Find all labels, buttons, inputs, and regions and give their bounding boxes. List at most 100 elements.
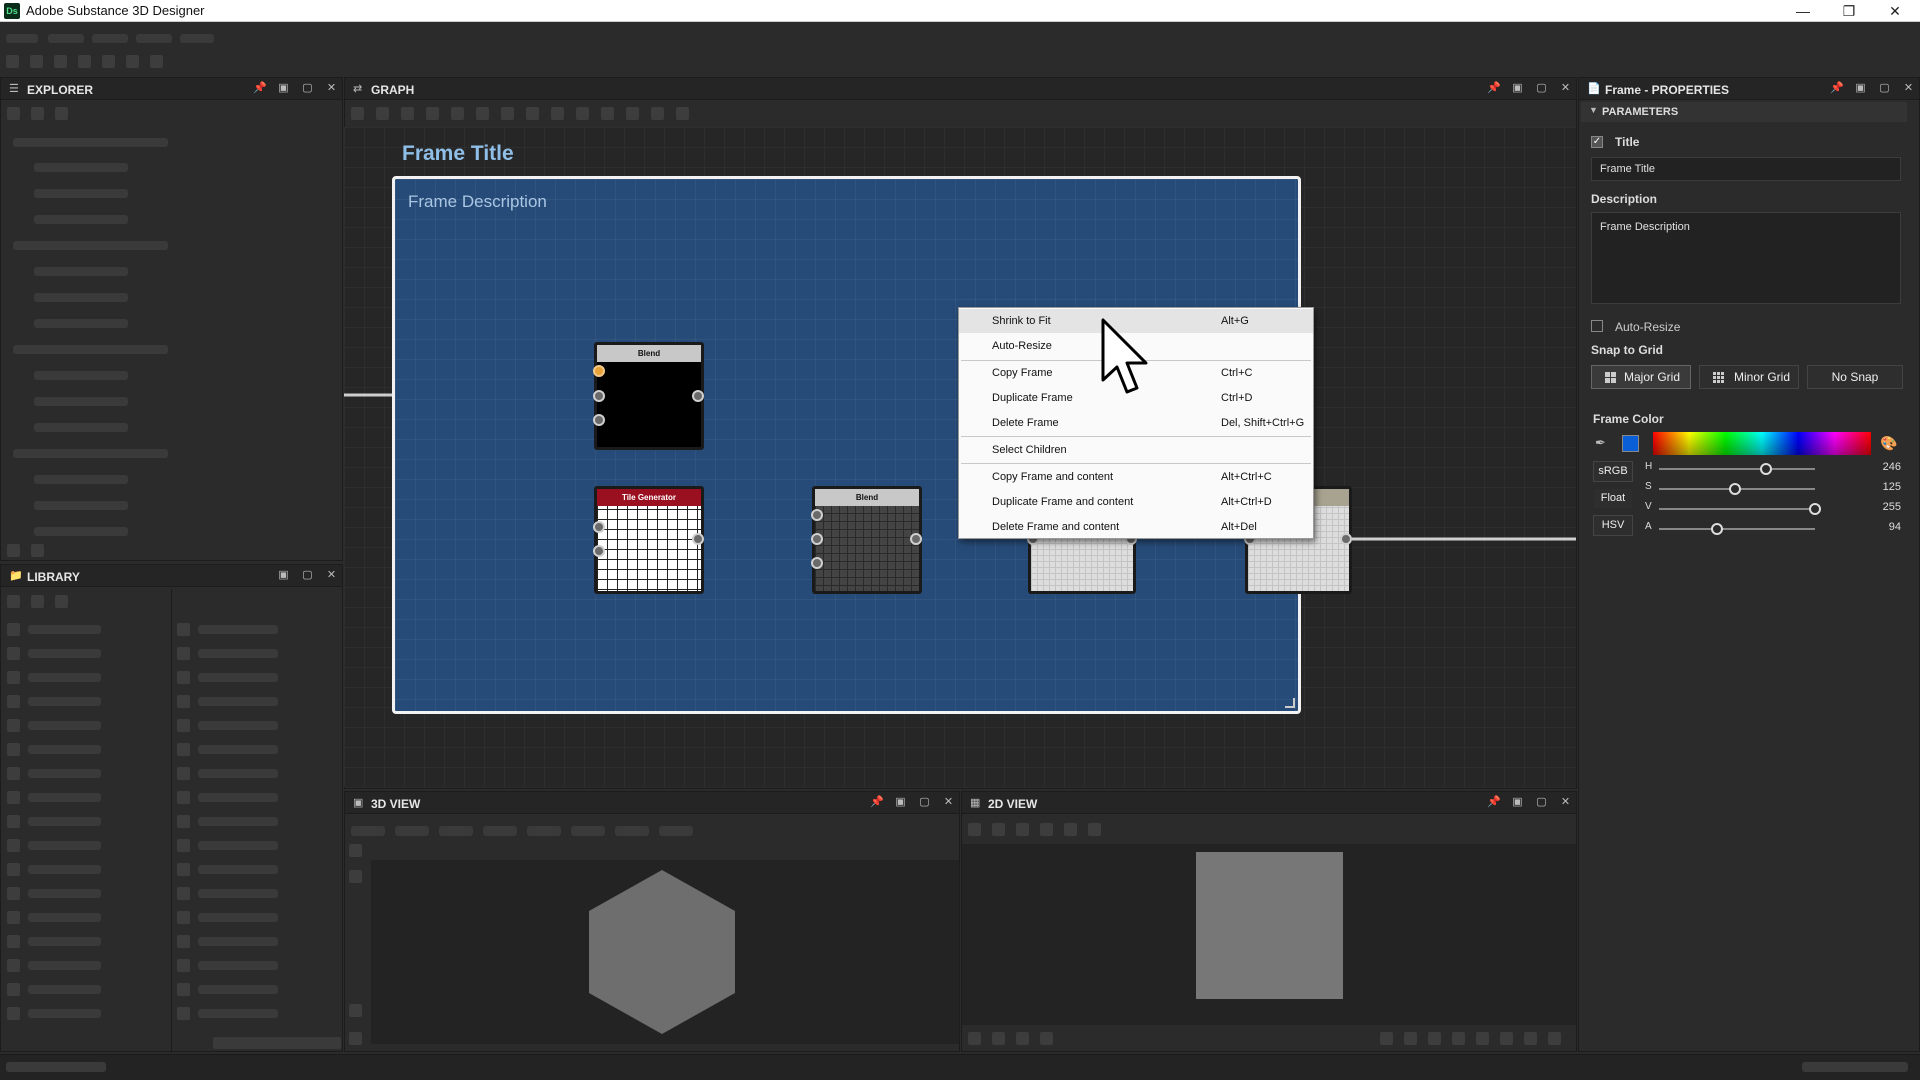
library-scrollbar[interactable] — [213, 1037, 341, 1049]
library-item[interactable] — [28, 913, 101, 922]
close-icon[interactable]: ✕ — [943, 796, 954, 808]
maximize-icon[interactable]: ▢ — [302, 82, 313, 94]
3d-menu[interactable] — [615, 826, 649, 836]
2d-tool[interactable] — [1064, 823, 1077, 836]
library-item[interactable] — [28, 625, 101, 634]
library-item[interactable] — [28, 889, 101, 898]
library-item[interactable] — [28, 769, 101, 778]
library-item[interactable] — [28, 865, 101, 874]
graph-tool-button[interactable] — [601, 107, 614, 120]
3d-tool[interactable] — [349, 844, 362, 857]
tree-item[interactable] — [13, 138, 168, 147]
library-item[interactable] — [198, 865, 278, 874]
3d-tool[interactable] — [349, 1032, 362, 1045]
toolbar-button[interactable] — [30, 55, 43, 68]
explorer-tool[interactable] — [55, 107, 68, 120]
tree-item[interactable] — [34, 163, 128, 172]
2d-footer-tool[interactable] — [1548, 1032, 1561, 1045]
frame-resize-handle[interactable] — [1285, 698, 1295, 708]
3d-menu[interactable] — [483, 826, 517, 836]
graph-tool-button[interactable] — [476, 107, 489, 120]
output-port[interactable] — [1340, 533, 1352, 545]
no-snap-button[interactable]: No Snap — [1807, 365, 1903, 389]
channel-value[interactable]: 94 — [1888, 521, 1901, 533]
graph-tool-button[interactable] — [576, 107, 589, 120]
slider-knob[interactable] — [1710, 523, 1723, 535]
close-window-button[interactable]: ✕ — [1889, 3, 1901, 19]
library-item[interactable] — [28, 961, 101, 970]
3d-menu[interactable] — [439, 826, 473, 836]
tree-item[interactable] — [34, 293, 128, 302]
title-input[interactable]: Frame Title — [1591, 157, 1901, 181]
float-button[interactable]: Float — [1593, 488, 1633, 509]
maximize-icon[interactable]: ▢ — [1536, 82, 1547, 94]
maximize-icon[interactable]: ▢ — [1879, 82, 1890, 94]
maximize-icon[interactable]: ▢ — [302, 569, 313, 581]
slider-knob[interactable] — [1809, 503, 1821, 515]
description-textarea[interactable]: Frame Description — [1591, 212, 1901, 304]
graph-tool-button[interactable] — [526, 107, 539, 120]
toolbar-button[interactable] — [54, 55, 67, 68]
close-icon[interactable]: ✕ — [1560, 796, 1571, 808]
input-port[interactable] — [593, 545, 605, 557]
toolbar-button[interactable] — [102, 55, 115, 68]
2d-footer-tool[interactable] — [1524, 1032, 1537, 1045]
close-icon[interactable]: ✕ — [326, 82, 337, 94]
toolbar-button[interactable] — [78, 55, 91, 68]
tree-item[interactable] — [34, 371, 128, 380]
input-port[interactable] — [811, 509, 823, 521]
menu-item[interactable] — [180, 34, 214, 43]
input-port[interactable] — [593, 365, 605, 377]
graph-tool-button[interactable] — [351, 107, 364, 120]
tile-generator-node[interactable]: Tile Generator — [594, 486, 704, 594]
input-port[interactable] — [593, 521, 605, 533]
frame-title[interactable]: Frame Title — [402, 142, 514, 165]
toolbar-button[interactable] — [6, 55, 19, 68]
2d-tool[interactable] — [1040, 823, 1053, 836]
library-tool[interactable] — [55, 595, 68, 608]
minor-grid-button[interactable]: Minor Grid — [1699, 365, 1799, 389]
maximize-icon[interactable]: ▢ — [919, 796, 930, 808]
tree-item[interactable] — [34, 423, 128, 432]
library-item[interactable] — [198, 793, 278, 802]
close-icon[interactable]: ✕ — [1903, 82, 1914, 94]
input-port[interactable] — [811, 557, 823, 569]
library-item[interactable] — [28, 673, 101, 682]
library-item[interactable] — [28, 649, 101, 658]
float-icon[interactable]: ▣ — [278, 569, 289, 581]
library-item[interactable] — [198, 625, 278, 634]
library-item[interactable] — [198, 913, 278, 922]
library-item[interactable] — [28, 817, 101, 826]
blend-node-2[interactable]: Blend — [812, 486, 922, 594]
3d-tool[interactable] — [349, 870, 362, 883]
library-item[interactable] — [28, 937, 101, 946]
slider-track[interactable] — [1659, 468, 1815, 470]
2d-footer-tool[interactable] — [1428, 1032, 1441, 1045]
library-item[interactable] — [28, 1009, 101, 1018]
menu-item[interactable] — [92, 34, 128, 43]
2d-footer-tool[interactable] — [992, 1032, 1005, 1045]
library-tool[interactable] — [7, 595, 20, 608]
library-item[interactable] — [198, 817, 278, 826]
input-port[interactable] — [593, 390, 605, 402]
2d-footer-tool[interactable] — [1500, 1032, 1513, 1045]
srgb-button[interactable]: sRGB — [1593, 461, 1633, 482]
slider-track[interactable] — [1659, 528, 1815, 530]
tree-item[interactable] — [34, 397, 128, 406]
3d-menu[interactable] — [351, 826, 385, 836]
output-port[interactable] — [692, 390, 704, 402]
float-icon[interactable]: ▣ — [1855, 82, 1866, 94]
minimize-button[interactable]: — — [1796, 3, 1810, 19]
library-item[interactable] — [28, 721, 101, 730]
library-item[interactable] — [198, 721, 278, 730]
toolbar-button[interactable] — [150, 55, 163, 68]
output-port[interactable] — [910, 533, 922, 545]
restore-button[interactable]: ❐ — [1842, 3, 1856, 19]
explorer-tool[interactable] — [7, 107, 20, 120]
3d-menu[interactable] — [659, 826, 693, 836]
tree-item[interactable] — [34, 267, 128, 276]
2d-footer-tool[interactable] — [1040, 1032, 1053, 1045]
library-item[interactable] — [198, 769, 278, 778]
